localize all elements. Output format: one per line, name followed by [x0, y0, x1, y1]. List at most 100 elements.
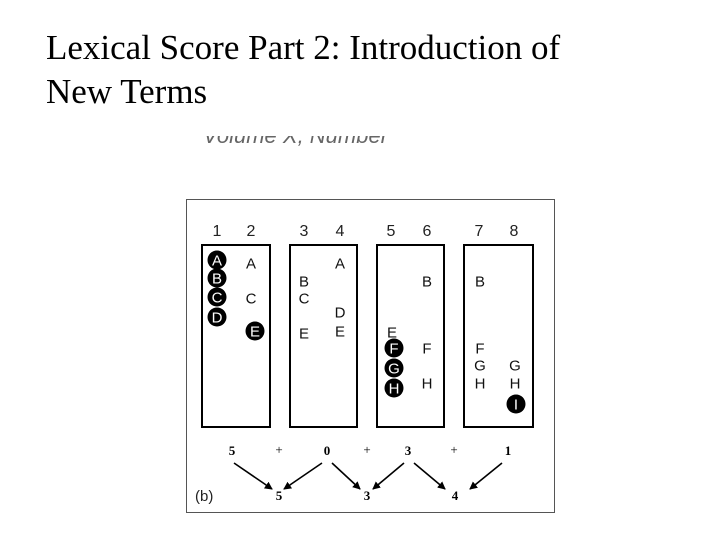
top-score-3: 3: [405, 443, 412, 458]
term-2-4: A: [335, 256, 345, 273]
term-letter: H: [389, 381, 400, 398]
term-1-1: A: [207, 250, 227, 270]
term-letter: G: [509, 358, 521, 375]
slide-title-line-1: Lexical Score Part 2: Introduction of: [46, 28, 561, 67]
panel-box-4: [463, 244, 534, 428]
term-3-4: H: [384, 378, 404, 398]
column-number-4: 4: [336, 223, 345, 240]
panel-box-1: [201, 244, 271, 428]
term-letter: B: [299, 274, 309, 291]
plus-operator-1: +: [275, 442, 282, 457]
term-letter: F: [389, 341, 398, 358]
term-letter: F: [475, 341, 484, 358]
term-letter: A: [212, 253, 222, 270]
term-letter: H: [510, 376, 521, 393]
term-3-2: F: [384, 338, 404, 358]
column-number-7: 7: [475, 223, 484, 240]
term-highlight-circle: [384, 338, 404, 358]
cropped-caption: Volume X, Number X: [203, 136, 393, 153]
arrow-3a: [413, 462, 446, 490]
term-letter: B: [422, 274, 432, 291]
panel-box-2: [289, 244, 358, 428]
term-highlight-circle: [207, 307, 227, 327]
term-4-1: B: [475, 274, 485, 291]
slide-title: Lexical Score Part 2: Introduction of Ne…: [46, 26, 686, 114]
term-1-3: C: [207, 287, 227, 307]
term-1-4: D: [207, 307, 227, 327]
column-number-5: 5: [387, 223, 396, 240]
term-letter: B: [475, 274, 485, 291]
plus-operator-2: +: [363, 442, 370, 457]
term-letter: H: [475, 376, 486, 393]
term-4-2: F: [475, 341, 484, 358]
term-letter: E: [387, 325, 397, 342]
term-highlight-circle: [207, 268, 227, 288]
term-letter: C: [246, 291, 257, 308]
column-number-2: 2: [247, 223, 256, 240]
term-4-3: G: [474, 358, 486, 375]
slide-title-line-2: New Terms: [46, 72, 208, 111]
term-letter: C: [212, 290, 223, 307]
plus-operator-3: +: [450, 442, 457, 457]
term-letter: E: [250, 324, 260, 341]
term-2-3: E: [299, 326, 309, 343]
term-letter: B: [212, 271, 222, 288]
term-highlight-circle: [245, 321, 265, 341]
panel-box-3: [376, 244, 445, 428]
term-letter: G: [388, 361, 400, 378]
term-2-5: D: [335, 305, 346, 322]
panel-label: (b): [195, 488, 213, 505]
arrow-3b: [469, 462, 503, 490]
term-2-6: E: [335, 324, 345, 341]
term-letter: A: [335, 256, 345, 273]
bottom-score-1: 5: [276, 488, 283, 503]
column-number-1: 1: [213, 223, 222, 240]
column-number-3: 3: [300, 223, 309, 240]
arrow-1b: [283, 462, 323, 490]
top-score-2: 0: [324, 443, 331, 458]
term-letter: H: [422, 376, 433, 393]
cropped-caption-text: Volume X, Number X: [203, 136, 393, 149]
term-1-5: A: [246, 256, 256, 273]
term-highlight-circle: [207, 287, 227, 307]
term-letter: E: [299, 326, 309, 343]
bottom-score-2: 3: [364, 488, 371, 503]
term-3-5: B: [422, 274, 432, 291]
term-4-5: G: [509, 358, 521, 375]
term-3-1: E: [387, 325, 397, 342]
term-letter: C: [299, 291, 310, 308]
term-letter: E: [335, 324, 345, 341]
term-highlight-circle: [384, 378, 404, 398]
top-score-4: 1: [505, 443, 512, 458]
arrow-2b: [372, 462, 405, 490]
term-2-2: C: [299, 291, 310, 308]
column-number-8: 8: [510, 223, 519, 240]
term-letter: I: [514, 397, 518, 414]
term-letter: D: [212, 310, 223, 327]
term-3-6: F: [422, 341, 431, 358]
term-3-7: H: [422, 376, 433, 393]
column-number-6: 6: [423, 223, 432, 240]
term-4-7: I: [506, 394, 526, 414]
arrow-1a: [233, 462, 273, 490]
term-3-3: G: [384, 358, 404, 378]
bottom-score-3: 4: [452, 488, 459, 503]
term-4-6: H: [510, 376, 521, 393]
top-score-1: 5: [229, 443, 236, 458]
term-letter: D: [335, 305, 346, 322]
term-1-2: B: [207, 268, 227, 288]
term-1-7: E: [245, 321, 265, 341]
term-letter: F: [422, 341, 431, 358]
term-2-1: B: [299, 274, 309, 291]
term-4-4: H: [475, 376, 486, 393]
arrow-2a: [331, 462, 361, 490]
term-letter: A: [246, 256, 256, 273]
term-highlight-circle: [384, 358, 404, 378]
term-highlight-circle: [506, 394, 526, 414]
term-1-6: C: [246, 291, 257, 308]
term-letter: G: [474, 358, 486, 375]
term-highlight-circle: [207, 250, 227, 270]
